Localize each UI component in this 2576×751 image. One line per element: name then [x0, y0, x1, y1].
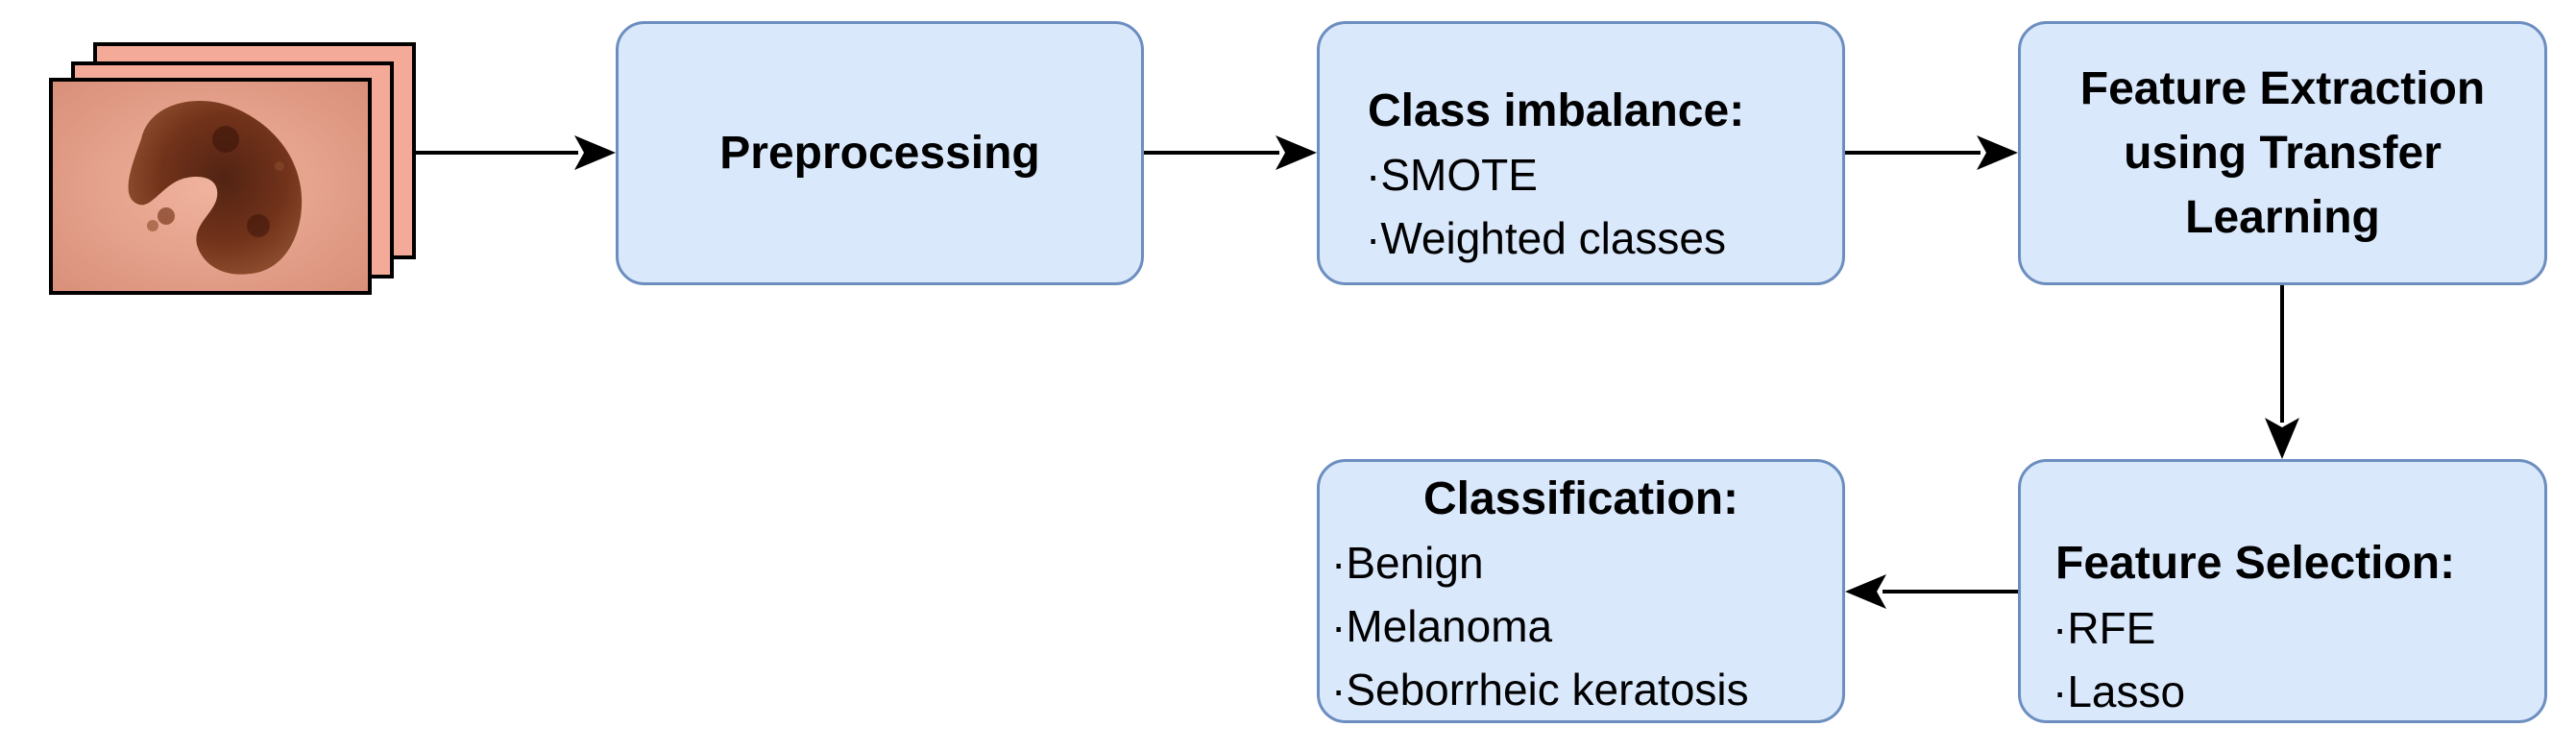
feature-extraction-title-line: Learning	[2185, 192, 2380, 243]
feature-selection-node: Feature Selection: ·RFE ·Lasso	[2018, 459, 2547, 723]
classification-title: Classification:	[1422, 473, 1739, 524]
list-item: ·Weighted classes	[1366, 213, 1726, 263]
arrow-preprocessing-to-imbalance	[1144, 135, 1317, 170]
preprocessing-title: Preprocessing	[719, 127, 1040, 179]
skin-lesion-icon	[53, 82, 368, 291]
arrow-extraction-to-selection	[2265, 285, 2299, 459]
list-item: ·Benign	[1331, 538, 1484, 588]
list-item: ·Lasso	[2053, 666, 2186, 716]
feature-extraction-node: Feature Extraction using Transfer Learni…	[2018, 21, 2547, 285]
class-imbalance-title: Class imbalance:	[1368, 85, 1745, 136]
list-item: ·Melanoma	[1331, 601, 1553, 651]
classification-node: Classification: ·Benign ·Melanoma ·Sebor…	[1317, 459, 1845, 723]
class-imbalance-node: Class imbalance: ·SMOTE ·Weighted classe…	[1317, 21, 1845, 285]
feature-extraction-title-line: using Transfer	[2124, 128, 2442, 179]
arrow-imbalance-to-extraction	[1845, 135, 2018, 170]
feature-selection-title: Feature Selection:	[2055, 538, 2456, 589]
lesion-image-front	[49, 78, 372, 295]
list-item: ·Seborrheic keratosis	[1331, 665, 1749, 715]
class-imbalance-list: ·SMOTE ·Weighted classes	[1366, 143, 1726, 270]
arrow-selection-to-classification	[1845, 574, 2018, 609]
feature-selection-list: ·RFE ·Lasso	[2053, 596, 2185, 723]
classification-list: ·Benign ·Melanoma ·Seborrheic keratosis	[1331, 531, 1749, 721]
list-item: ·RFE	[2053, 603, 2156, 653]
feature-extraction-title-line: Feature Extraction	[2079, 63, 2486, 114]
list-item: ·SMOTE	[1366, 150, 1538, 200]
preprocessing-node: Preprocessing	[616, 21, 1144, 285]
arrow-images-to-preprocessing	[416, 135, 616, 170]
